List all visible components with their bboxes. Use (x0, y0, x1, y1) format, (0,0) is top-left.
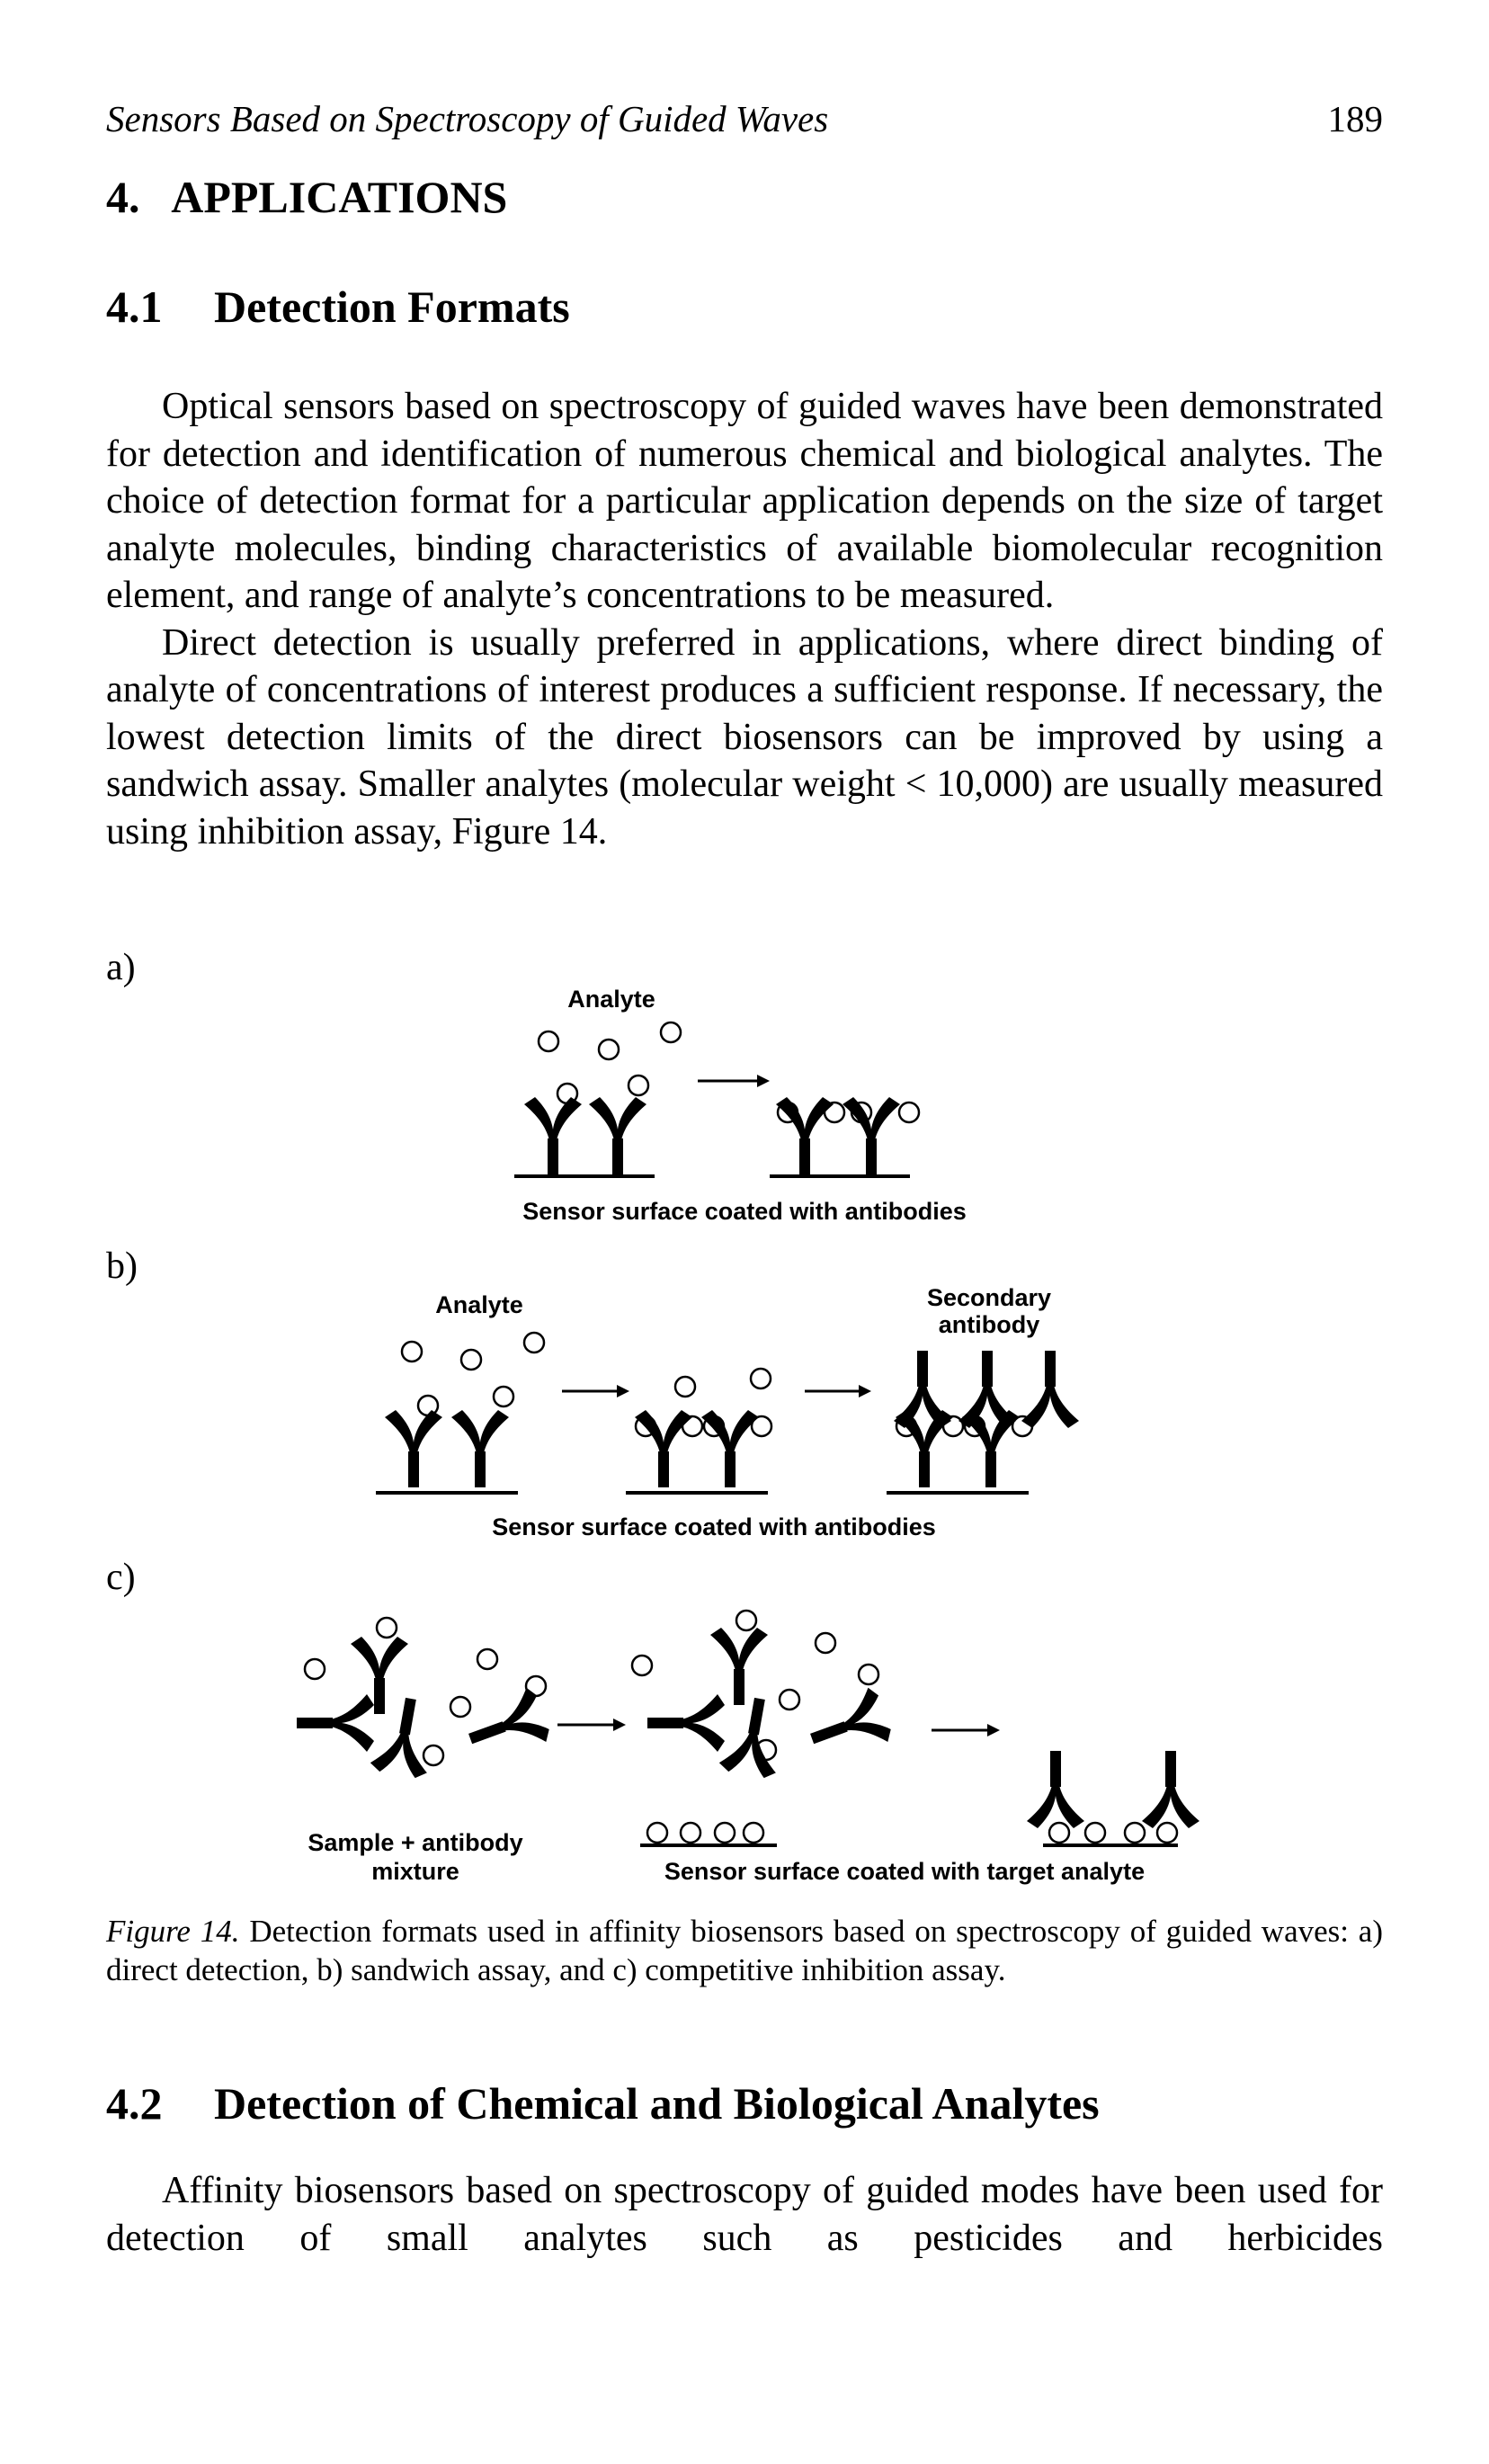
analyte-label-b: Analyte (435, 1291, 523, 1318)
figure-caption: Figure 14. Detection formats used in aff… (106, 1912, 1383, 1989)
surface-analyte-c-right (1048, 1821, 1179, 1844)
figure-diagram: Analyte (297, 986, 1199, 1885)
paragraph: Optical sensors based on spectroscopy of… (106, 386, 1383, 616)
antibodies-a-left (524, 1097, 646, 1174)
subsection-number: 4.2 (106, 2078, 163, 2129)
secondary-label-line2: antibody (939, 1311, 1040, 1338)
running-head: Sensors Based on Spectroscopy of Guided … (106, 97, 1383, 151)
sample-mixture-c2 (630, 1609, 895, 1781)
arrow-c1 (557, 1719, 626, 1731)
bound-analyte-b (634, 1415, 773, 1438)
antibodies-a-right (776, 1097, 900, 1174)
body-text-4-2: Affinity biosensors based on spectroscop… (106, 2167, 1383, 2262)
bound-antibodies-c (1027, 1751, 1199, 1828)
analyte-particles-a (537, 1021, 682, 1105)
body-text-4-1: Optical sensors based on spectroscopy of… (106, 383, 1383, 855)
subsection-heading-4-1: 4.1 Detection Formats (106, 281, 570, 333)
subsection-title: Detection of Chemical and Biological Ana… (214, 2078, 1100, 2129)
secondary-label-line1: Secondary (927, 1284, 1051, 1311)
section-heading: 4. APPLICATIONS (106, 172, 508, 222)
sample-mixture-c1 (297, 1616, 553, 1781)
panel-a: Analyte (514, 986, 967, 1225)
subsection-heading-4-2: 4.2 Detection of Chemical and Biological … (106, 2077, 1100, 2129)
figure-14: Analyte (0, 935, 1489, 1906)
arrow-a (698, 1075, 770, 1087)
subsection-title: Detection Formats (214, 281, 570, 332)
running-title: Sensors Based on Spectroscopy of Guided … (106, 98, 829, 139)
caption-text: Detection formats used in affinity biose… (106, 1914, 1383, 1987)
surface-label-c: Sensor surface coated with target analyt… (664, 1858, 1145, 1885)
surface-label-a: Sensor surface coated with antibodies (522, 1198, 967, 1225)
paragraph: Direct detection is usually preferred in… (106, 621, 1383, 853)
page-number: 189 (1327, 98, 1384, 139)
surface-analyte-c-middle (646, 1821, 765, 1844)
panel-label-a: a) (106, 947, 136, 988)
panel-label-b: b) (106, 1245, 138, 1287)
arrow-c2 (932, 1724, 1000, 1736)
analyte-particles-b (400, 1331, 772, 1417)
sample-label-line2: mixture (371, 1858, 459, 1885)
bound-analyte-a (776, 1101, 921, 1124)
sample-label-line1: Sample + antibody (308, 1829, 522, 1856)
panel-c: Sample + antibody mixture Sensor surface… (297, 1609, 1199, 1885)
antibodies-b-1 (385, 1410, 509, 1487)
surface-label-b: Sensor surface coated with antibodies (492, 1513, 936, 1540)
panel-label-c: c) (106, 1557, 136, 1598)
analyte-label-a: Analyte (567, 986, 655, 1013)
caption-number: Figure 14. (106, 1914, 240, 1949)
arrow-b1 (562, 1385, 629, 1397)
subsection-number: 4.1 (106, 281, 163, 332)
arrow-b2 (805, 1385, 871, 1397)
paragraph: Affinity biosensors based on spectroscop… (106, 2170, 1383, 2259)
secondary-antibodies (894, 1351, 1079, 1428)
panel-b: Analyte Secondary antibody (376, 1284, 1079, 1540)
